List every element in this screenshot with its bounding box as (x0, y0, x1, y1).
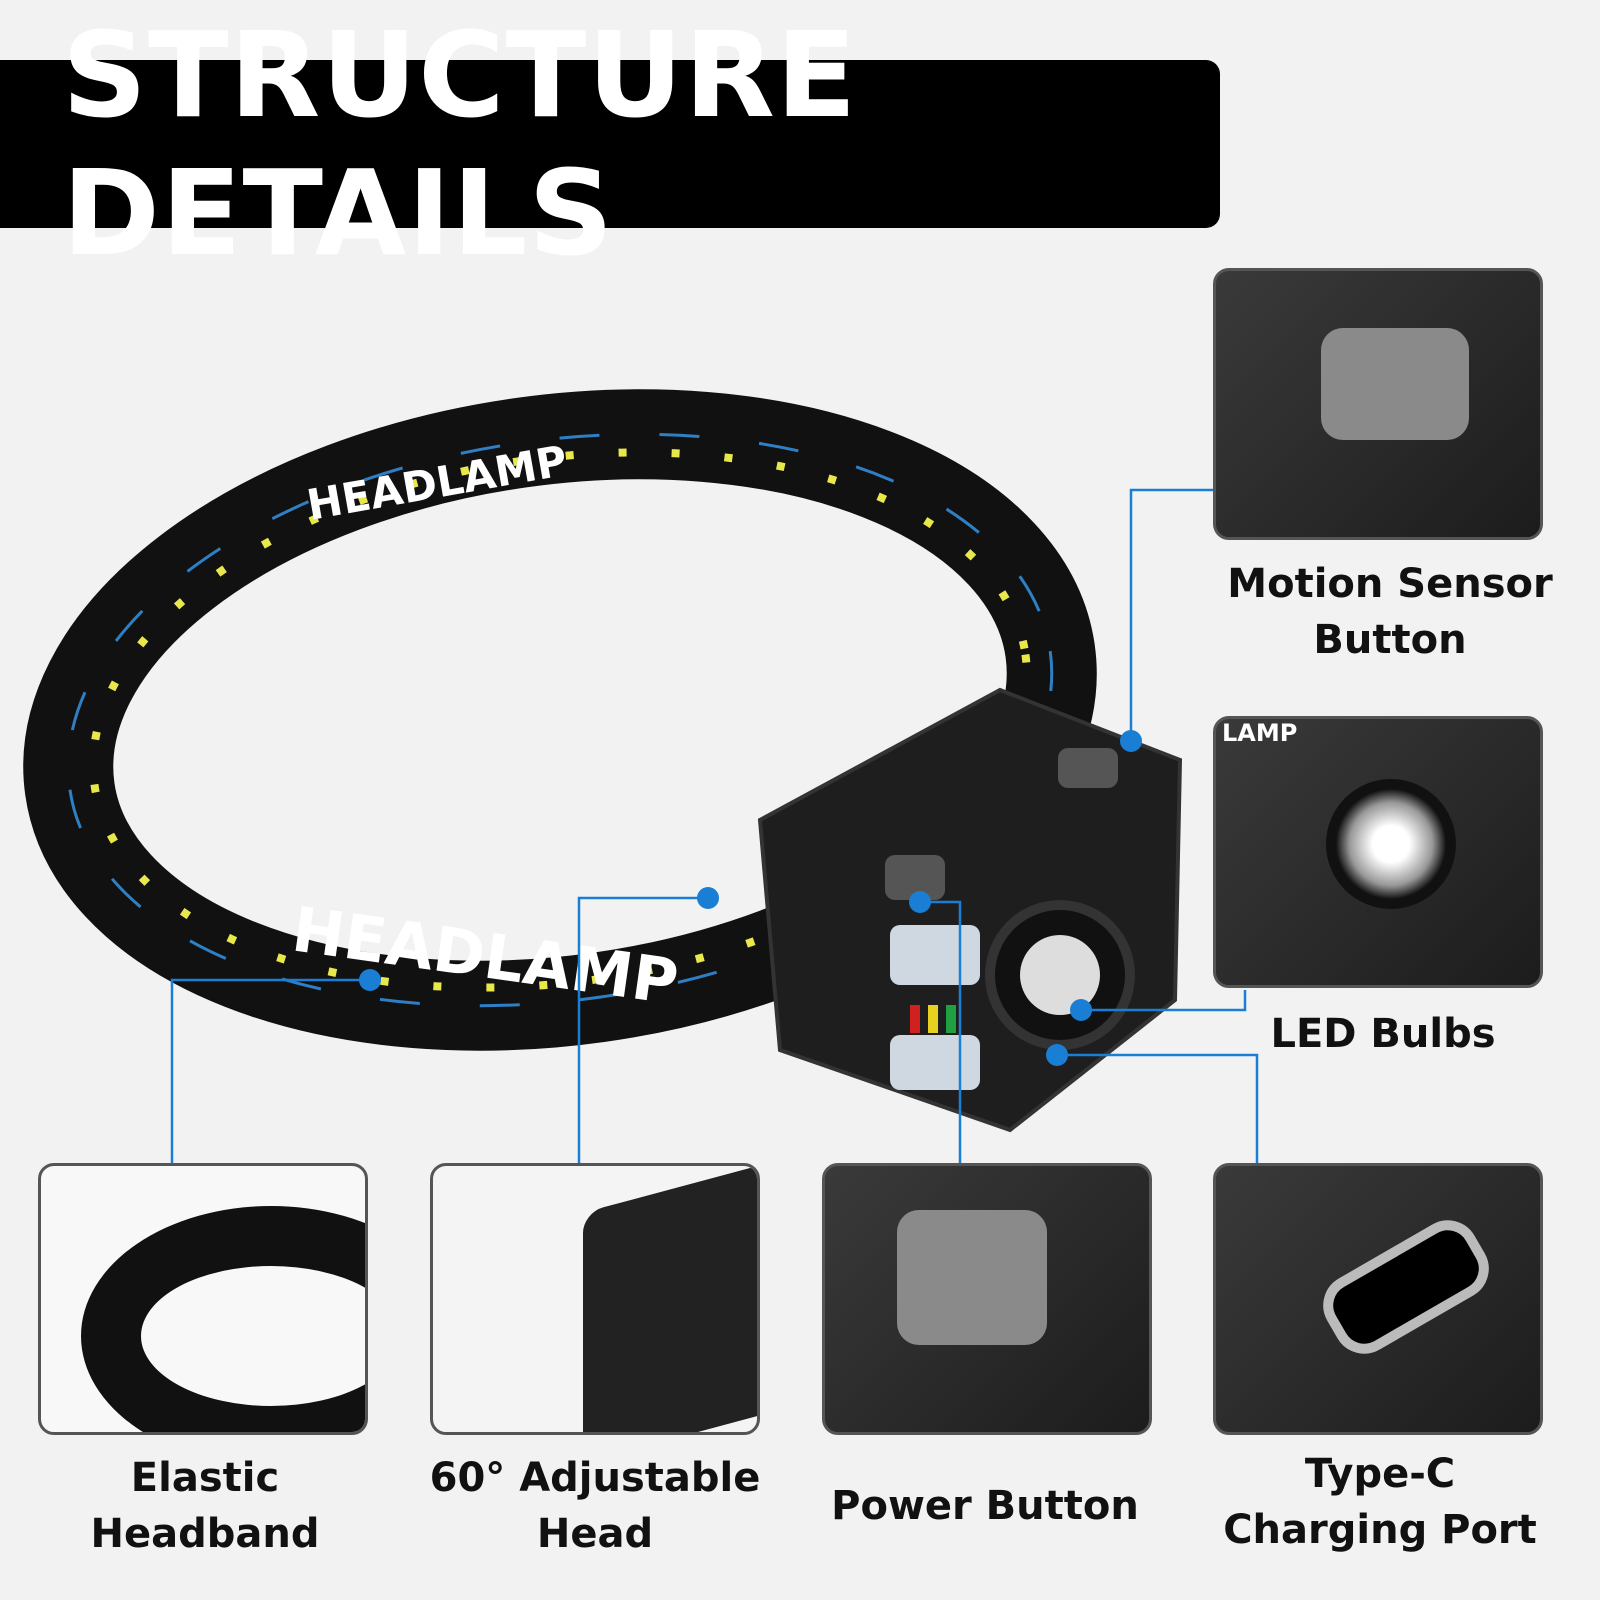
led-bulb-icon (1326, 779, 1456, 909)
title-banner: STRUCTURE DETAILS (0, 6, 1220, 282)
inset-motion-sensor (1213, 268, 1543, 540)
callout-lines (170, 488, 1259, 1163)
motion-sensor-icon (1321, 328, 1469, 440)
motion-sensor-icon (1058, 748, 1118, 788)
inset-band-text: LAMP (1222, 719, 1298, 747)
usb-c-port-icon (1311, 1208, 1501, 1366)
power-button-icon (885, 855, 945, 900)
lamp-head-icon (583, 1166, 757, 1432)
label-led-bulbs: LED Bulbs (1270, 1011, 1496, 1057)
inset-adjustable-head (430, 1163, 760, 1435)
led-bulb-icon (1020, 935, 1100, 1015)
inset-led-bulbs: LAMP (1213, 716, 1543, 988)
headband-icon (81, 1206, 365, 1432)
callout-dots (359, 730, 1142, 1066)
label-power-button: Power Button (831, 1483, 1139, 1529)
inset-elastic-headband (38, 1163, 368, 1435)
page-title: STRUCTURE DETAILS (62, 6, 858, 282)
power-button-icon (897, 1210, 1047, 1345)
inset-type-c-port (1213, 1163, 1543, 1435)
inset-power-button (822, 1163, 1152, 1435)
